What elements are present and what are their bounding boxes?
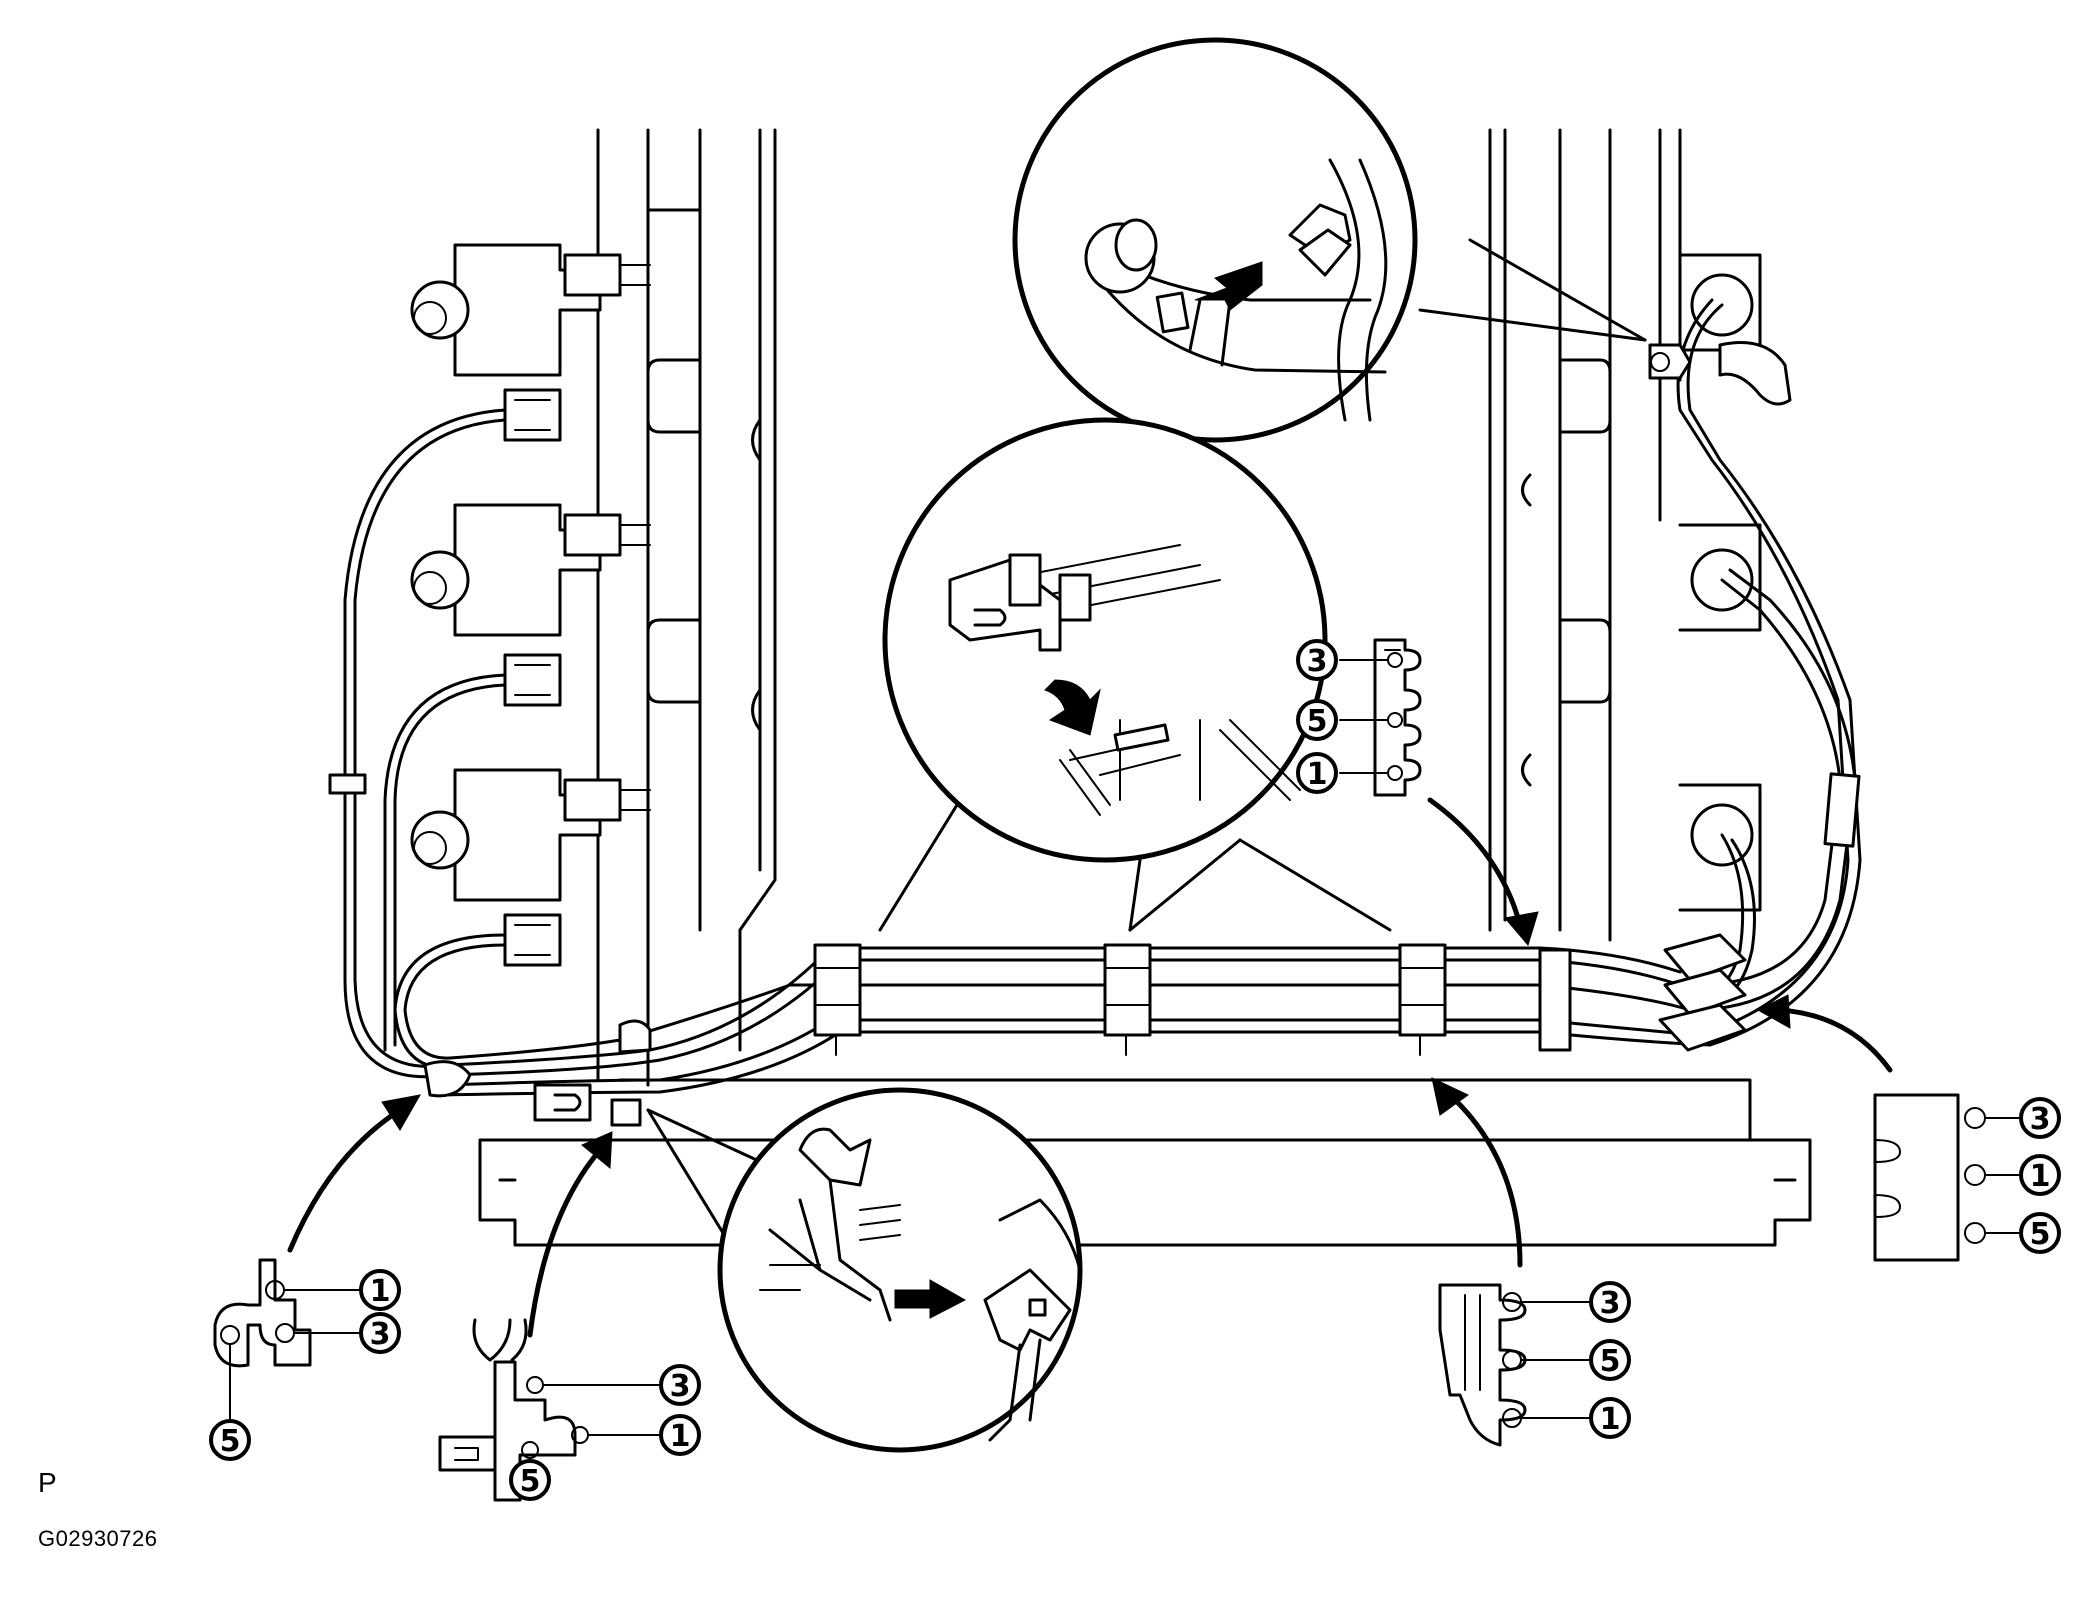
svg-text:5: 5 (1600, 1344, 1621, 1379)
svg-text:3: 3 (1600, 1286, 1621, 1321)
svg-text:1: 1 (1600, 1402, 1621, 1437)
callout-number: 1 (659, 1414, 701, 1456)
callout-number: 1 (359, 1269, 401, 1311)
callout-number: 5 (1589, 1339, 1631, 1381)
svg-text:3: 3 (670, 1369, 691, 1404)
svg-text:3: 3 (2030, 1102, 2051, 1137)
svg-text:5: 5 (520, 1464, 541, 1499)
callouts-lower-left: 1 3 5 (209, 1269, 401, 1461)
ignition-coil-2 (410, 503, 651, 707)
callout-number: 3 (659, 1364, 701, 1406)
callout-number: 1 (1589, 1397, 1631, 1439)
callouts-lower-center-right: 3 5 1 (1589, 1281, 1631, 1439)
arrow-far-right (1777, 1007, 1893, 1073)
detail-circle-top (1012, 37, 1647, 443)
callout-number: 3 (1589, 1281, 1631, 1323)
arrow-lower-center-right (1447, 1092, 1523, 1268)
callout-number: 3 (1296, 639, 1338, 681)
svg-text:1: 1 (670, 1419, 691, 1454)
clamp-section-upper-right (1339, 638, 1422, 797)
page-letter: P (38, 1467, 57, 1498)
clamp-section-lower-center-left (438, 1318, 661, 1502)
arrow-upper-right (1427, 797, 1523, 928)
svg-text:1: 1 (1307, 757, 1328, 792)
callouts-lower-center-left: 3 1 5 (509, 1364, 701, 1501)
callout-number: 5 (2019, 1212, 2061, 1254)
callout-number: 5 (509, 1459, 551, 1501)
svg-text:3: 3 (1307, 644, 1328, 679)
clamp-section-lower-center-right (1438, 1283, 1591, 1447)
callout-number: 5 (209, 1419, 251, 1461)
detail-circle-center (878, 417, 1392, 932)
callout-number: 3 (359, 1312, 401, 1354)
wire-harness (328, 298, 1862, 1127)
callout-number: 1 (1296, 752, 1338, 794)
ignition-coil-1 (410, 243, 651, 442)
ignition-coil-3 (410, 768, 651, 967)
arrow-lower-center-left (527, 1147, 603, 1338)
callout-number: 3 (2019, 1097, 2061, 1139)
svg-text:5: 5 (1307, 704, 1328, 739)
engine-head-left (596, 128, 777, 1087)
callouts-far-right: 3 1 5 (2019, 1097, 2061, 1254)
callouts-upper-right: 3 5 1 (1296, 639, 1338, 794)
callout-number: 1 (2019, 1154, 2061, 1196)
svg-text:3: 3 (370, 1317, 391, 1352)
clamp-section-far-right (1873, 1093, 2021, 1262)
arrow-lower-left (287, 1107, 403, 1253)
clamp-section-lower-left (213, 1258, 361, 1421)
detail-circle-bottom (646, 1087, 1083, 1453)
direction-arrows (287, 797, 1893, 1338)
svg-text:1: 1 (2030, 1159, 2051, 1194)
svg-text:5: 5 (2030, 1217, 2051, 1252)
intake-manifold-base (478, 1078, 1812, 1247)
engine-head-right (1488, 128, 1762, 942)
figure-code: G02930726 (38, 1526, 158, 1551)
callout-number: 5 (1296, 699, 1338, 741)
svg-text:5: 5 (220, 1424, 241, 1459)
svg-text:1: 1 (370, 1274, 391, 1309)
